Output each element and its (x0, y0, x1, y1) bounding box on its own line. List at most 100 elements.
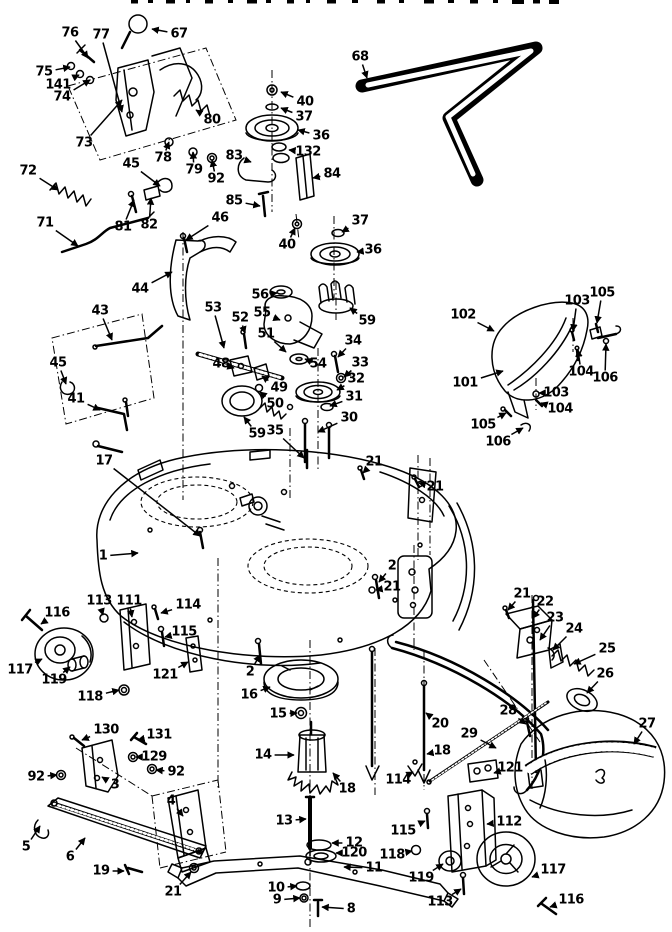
leader-line-67 (151, 26, 168, 34)
leader-line-20 (425, 712, 434, 721)
leader-line-106 (602, 343, 610, 371)
leader-line-59 (243, 416, 252, 427)
leader-line-21 (375, 585, 384, 593)
leader-line-92 (155, 766, 165, 775)
leader-line-40 (280, 91, 294, 99)
leader-line-5 (30, 825, 41, 840)
leader-line-2 (253, 654, 261, 665)
leader-line-116 (549, 901, 558, 909)
leader-line-106 (511, 427, 524, 436)
leader-line-104 (575, 349, 583, 365)
leader-line-111 (127, 608, 135, 618)
mandrel-blade-assembly (167, 659, 459, 918)
leader-line-21 (362, 465, 371, 474)
leader-line-49 (261, 375, 270, 383)
leader-line-130 (81, 733, 91, 741)
leader-line-16 (260, 685, 271, 693)
leader-line-41 (87, 403, 101, 411)
right-wheel-assembly (410, 759, 558, 916)
leader-line-104 (540, 401, 549, 409)
leader-line-115 (164, 631, 173, 639)
leader-line-18 (332, 772, 341, 782)
centerlines (51, 47, 574, 930)
leader-line-40 (288, 227, 296, 238)
leader-line-113 (451, 888, 462, 896)
leader-line-76 (74, 40, 89, 59)
leader-line-75 (55, 64, 71, 72)
upper-pulley-stack (237, 84, 315, 218)
leader-line-68 (361, 64, 369, 79)
leader-line-37 (341, 225, 350, 233)
leader-line-119 (432, 863, 444, 872)
leader-line-45 (60, 370, 68, 385)
leader-line-17 (113, 467, 201, 537)
leader-line-113 (97, 607, 105, 616)
leader-line-36 (356, 247, 365, 255)
leader-line-37 (280, 106, 293, 114)
leader-line-52 (239, 325, 247, 334)
leader-line-10 (287, 882, 298, 891)
leader-line-82 (146, 197, 155, 218)
leader-line-36 (297, 128, 310, 136)
leader-line-30 (317, 422, 338, 433)
leader-line-6 (75, 837, 86, 850)
leader-line-112 (486, 819, 495, 828)
leader-line-102 (477, 321, 495, 332)
leader-line-31 (329, 400, 343, 408)
leader-line-51 (273, 340, 287, 353)
leader-line-115 (417, 820, 426, 828)
leader-line-80 (195, 109, 204, 117)
leader-line-44 (151, 271, 173, 284)
leader-line-59 (349, 307, 358, 316)
leader-line-28 (517, 717, 527, 725)
leader-line-21 (179, 871, 192, 886)
leader-line-54 (304, 357, 313, 365)
leader-line-73 (90, 99, 123, 136)
mower-deck (96, 448, 476, 667)
leader-line-4 (175, 808, 184, 817)
leader-line-21 (418, 480, 427, 489)
leader-line-141 (71, 74, 80, 82)
leader-line-83 (243, 156, 252, 164)
leader-line-32 (336, 383, 345, 391)
leader-line-92 (209, 159, 218, 172)
leader-line-22 (532, 609, 541, 619)
leader-line-119 (62, 666, 71, 675)
leader-line-11 (343, 863, 363, 871)
suspension-rods (254, 594, 550, 795)
leader-line-71 (55, 229, 79, 247)
leader-line-18 (426, 748, 435, 757)
leader-line-3 (101, 776, 110, 784)
leader-line-45 (140, 170, 161, 187)
leader-line-9 (284, 894, 301, 903)
leader-line-24 (552, 635, 568, 651)
leader-line-27 (633, 731, 643, 745)
leader-line-34 (337, 347, 347, 358)
leader-line-117 (531, 871, 540, 879)
leader-line-43 (102, 318, 113, 341)
blade-brake-assembly (195, 329, 309, 470)
leader-line-2 (378, 573, 387, 583)
leader-line-131 (137, 734, 146, 743)
idler-spring-cover (426, 605, 666, 839)
leader-line-114 (160, 607, 173, 615)
v-belt (355, 41, 543, 187)
leader-line-8 (321, 903, 344, 912)
leader-line-55 (272, 314, 281, 322)
leader-line-121 (177, 661, 189, 669)
leader-line-50 (259, 391, 268, 400)
leader-line-121 (493, 767, 502, 775)
leader-line-13 (295, 815, 307, 824)
leader-line-105 (594, 300, 602, 324)
discharge-chute (491, 301, 622, 432)
leader-line-117 (34, 658, 43, 666)
leader-line-116 (40, 617, 49, 625)
leader-line-103 (570, 308, 578, 332)
leader-line-78 (163, 141, 171, 151)
leader-line-46 (185, 224, 209, 241)
leader-line-105 (497, 412, 507, 420)
leader-line-35 (282, 437, 305, 459)
